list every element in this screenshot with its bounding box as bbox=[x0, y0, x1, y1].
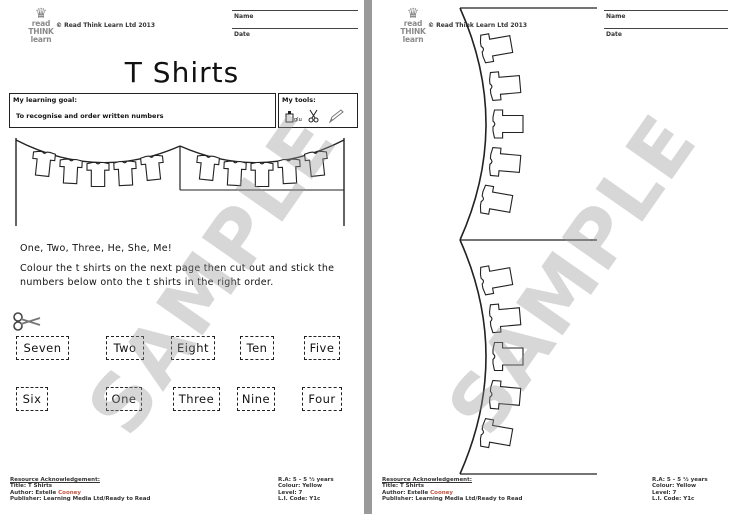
word-card[interactable]: Two bbox=[106, 336, 144, 360]
footer-author: Author: Estelle Cooney bbox=[10, 490, 150, 496]
name-label: Name bbox=[234, 13, 254, 20]
date-label: Date bbox=[606, 31, 622, 38]
tshirt-drawing bbox=[479, 417, 514, 449]
tshirt-drawing bbox=[489, 379, 522, 410]
read-think-learn-logo: ♛ read THINK learn bbox=[396, 6, 430, 44]
tshirt-drawing bbox=[492, 109, 524, 139]
learning-goal-heading: My learning goal: bbox=[13, 96, 77, 104]
tshirt-drawing bbox=[489, 303, 522, 334]
svg-text:glu: glu bbox=[294, 117, 302, 123]
copyright-text: © Read Think Learn Ltd 2013 bbox=[56, 22, 156, 29]
resource-levels: R.A: 5 – 5 ½ years Colour: Yellow Level:… bbox=[652, 477, 708, 503]
word-card[interactable]: Six bbox=[16, 387, 48, 411]
arc-rope-upper bbox=[459, 7, 487, 241]
resource-levels: R.A: 5 – 5 ½ years Colour: Yellow Level:… bbox=[278, 477, 334, 503]
footer-author-name: Cooney bbox=[58, 489, 81, 496]
tools-icons: glu bbox=[285, 109, 344, 124]
tshirt-drawing bbox=[113, 160, 137, 187]
tools-heading: My tools: bbox=[282, 96, 316, 104]
tshirt-drawing bbox=[479, 265, 514, 296]
learning-goal-text: To recognise and order written numbers bbox=[16, 112, 164, 120]
date-line bbox=[604, 28, 728, 29]
word-card[interactable]: Five bbox=[304, 336, 340, 360]
footer-author-name: Cooney bbox=[430, 489, 453, 496]
word-card[interactable]: Nine bbox=[237, 387, 275, 411]
resource-acknowledgement: Resource Acknowledgement: Title: T Shirt… bbox=[10, 477, 150, 503]
resource-acknowledgement: Resource Acknowledgement: Title: T Shirt… bbox=[382, 477, 522, 503]
learning-goal-box: My learning goal: To recognise and order… bbox=[9, 93, 276, 128]
tshirt-drawing bbox=[86, 161, 110, 188]
tshirt-drawing bbox=[277, 158, 301, 185]
footer-li-code: L.I. Code: Y1c bbox=[652, 496, 695, 503]
crown-icon: ♛ bbox=[34, 6, 48, 22]
tshirt-cutout-arc bbox=[459, 7, 597, 475]
word-card[interactable]: Eight bbox=[171, 336, 215, 360]
tshirt-drawing bbox=[479, 33, 514, 64]
tshirt-drawing bbox=[304, 150, 328, 178]
tshirt-drawing bbox=[489, 146, 522, 177]
logo-word-read: read bbox=[403, 19, 423, 28]
footer-author-prefix: Author: Estelle bbox=[10, 489, 59, 496]
crown-icon: ♛ bbox=[406, 6, 420, 22]
footer-title: Title: T Shirts bbox=[10, 483, 53, 490]
word-card[interactable]: Seven bbox=[16, 336, 69, 360]
tshirt-drawing bbox=[196, 154, 220, 182]
footer-heading: Resource Acknowledgement: bbox=[382, 477, 472, 483]
arc-shirts bbox=[479, 33, 524, 449]
footer-ra: R.A: 5 – 5 ½ years bbox=[278, 477, 334, 483]
arc-rope-lower bbox=[459, 239, 487, 475]
footer-publisher: Publisher: Learning Media Ltd/Ready to R… bbox=[10, 496, 151, 503]
tshirt-drawing bbox=[223, 160, 247, 187]
read-think-learn-logo: ♛ read THINK learn bbox=[24, 6, 58, 44]
page-title: T Shirts bbox=[124, 56, 240, 89]
date-label: Date bbox=[234, 31, 250, 38]
footer-author: Author: Estelle Cooney bbox=[382, 490, 522, 496]
scissors-cut-icon bbox=[13, 312, 41, 331]
footer-heading: Resource Acknowledgement: bbox=[10, 477, 100, 483]
rhyme-text: One, Two, Three, He, She, Me! bbox=[20, 243, 172, 254]
tshirt-drawing bbox=[250, 161, 274, 188]
footer-title: Title: T Shirts bbox=[382, 483, 425, 490]
tshirt-drawing bbox=[492, 341, 524, 372]
name-line bbox=[232, 10, 358, 11]
glue-icon: glu bbox=[285, 111, 302, 123]
bunting-rope-right bbox=[179, 139, 345, 164]
word-card[interactable]: Four bbox=[302, 387, 342, 411]
worksheet-page-right: ♛ read THINK learn © Read Think Learn Lt… bbox=[372, 0, 733, 514]
footer-publisher: Publisher: Learning Media Ltd/Ready to R… bbox=[382, 496, 523, 503]
copyright-text: © Read Think Learn Ltd 2013 bbox=[428, 22, 528, 29]
tshirt-drawing bbox=[32, 150, 56, 178]
page-gutter bbox=[364, 0, 372, 514]
date-line bbox=[232, 28, 358, 29]
footer-level: Level: 7 bbox=[278, 489, 303, 496]
footer-level: Level: 7 bbox=[652, 489, 677, 496]
logo-word-think: THINK bbox=[400, 27, 426, 36]
name-label: Name bbox=[606, 13, 626, 20]
footer-li-code: L.I. Code: Y1c bbox=[278, 496, 321, 503]
instruction-text: Colour the t shirts on the next page the… bbox=[20, 263, 335, 288]
logo-word-learn: learn bbox=[402, 35, 424, 44]
name-line bbox=[604, 10, 728, 11]
scissors-icon bbox=[308, 109, 319, 123]
tshirt-bunting-illustration bbox=[15, 138, 345, 226]
tshirt-drawing bbox=[140, 154, 164, 182]
worksheet-page-left: ♛ read THINK learn © Read Think Learn Lt… bbox=[0, 0, 364, 514]
word-card[interactable]: One bbox=[106, 387, 142, 411]
tshirt-drawing bbox=[489, 71, 522, 102]
word-card[interactable]: Ten bbox=[240, 336, 274, 360]
footer-colour: Colour: Yellow bbox=[652, 483, 697, 490]
logo-word-read: read bbox=[31, 19, 51, 28]
bunting-rope-left bbox=[15, 139, 181, 164]
word-card[interactable]: Three bbox=[173, 387, 220, 411]
footer-ra: R.A: 5 – 5 ½ years bbox=[652, 477, 708, 483]
pencil-icon bbox=[328, 109, 344, 124]
bunting-shirts bbox=[32, 150, 328, 188]
tshirt-drawing bbox=[59, 158, 83, 185]
footer-colour: Colour: Yellow bbox=[278, 483, 323, 490]
logo-word-learn: learn bbox=[30, 35, 52, 44]
tools-box: My tools: glu bbox=[278, 93, 358, 128]
tshirt-drawing bbox=[479, 184, 514, 215]
footer-author-prefix: Author: Estelle bbox=[382, 489, 431, 496]
logo-word-think: THINK bbox=[28, 27, 54, 36]
